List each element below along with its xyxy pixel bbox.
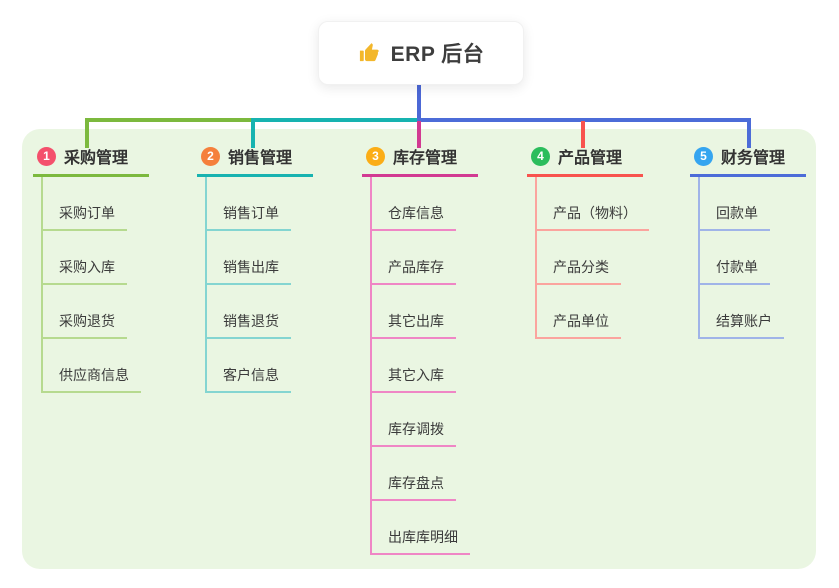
- node-item-label: 仓库信息: [370, 206, 456, 231]
- node-item-label: 客户信息: [205, 368, 291, 393]
- node-item[interactable]: 产品分类: [535, 231, 649, 285]
- node-item-label: 产品库存: [370, 260, 456, 285]
- node-item-label: 其它入库: [370, 368, 456, 393]
- node-item[interactable]: 供应商信息: [41, 339, 149, 393]
- connector-branch1-drop: [85, 118, 89, 148]
- branch-item-list: 采购订单采购入库采购退货供应商信息: [41, 177, 149, 393]
- thumbs-up-icon: [359, 42, 379, 61]
- connector-branch5-drop: [747, 118, 751, 148]
- node-item[interactable]: 仓库信息: [370, 177, 478, 231]
- node-item[interactable]: 采购退货: [41, 285, 149, 339]
- branch-finance: 5 财务管理 回款单付款单结算账户: [690, 143, 806, 339]
- branch-title-node[interactable]: 3 库存管理: [362, 143, 478, 177]
- connector-branch2-drop: [251, 118, 255, 148]
- node-item[interactable]: 产品单位: [535, 285, 649, 339]
- node-item[interactable]: 付款单: [698, 231, 806, 285]
- branch-title-label: 库存管理: [393, 150, 458, 167]
- node-item[interactable]: 客户信息: [205, 339, 313, 393]
- branch-item-list: 回款单付款单结算账户: [698, 177, 806, 339]
- node-item-label: 销售出库: [205, 260, 291, 285]
- node-item[interactable]: 结算账户: [698, 285, 806, 339]
- root-node[interactable]: ERP 后台: [318, 21, 524, 85]
- branch-title-node[interactable]: 5 财务管理: [690, 143, 806, 177]
- branch-title-node[interactable]: 1 采购管理: [33, 143, 149, 177]
- branch-title-label: 销售管理: [228, 150, 293, 167]
- connector-branch5-horizontal: [417, 118, 751, 122]
- connector-branch1-horizontal: [85, 118, 255, 122]
- branch-item-list: 产品（物料） 产品分类产品单位: [535, 177, 649, 339]
- branch-inventory: 3 库存管理 仓库信息产品库存其它出库其它入库库存调拨库存盘点出库库明细: [362, 143, 478, 555]
- connector-branch4-drop: [581, 121, 585, 148]
- node-item-label: 产品分类: [535, 260, 621, 285]
- branch-title-label: 财务管理: [721, 150, 786, 167]
- node-item-label: 付款单: [698, 260, 770, 285]
- branch-item-list: 销售订单销售出库销售退货客户信息: [205, 177, 313, 393]
- branch-title-label: 产品管理: [558, 150, 623, 167]
- node-item[interactable]: 采购入库: [41, 231, 149, 285]
- node-item-label: 结算账户: [698, 314, 784, 339]
- node-item[interactable]: 库存盘点: [370, 447, 478, 501]
- branch-title-label: 采购管理: [64, 150, 129, 167]
- node-item-label: 库存盘点: [370, 476, 456, 501]
- branch-title-node[interactable]: 2 销售管理: [197, 143, 313, 177]
- node-item-label: 采购入库: [41, 260, 127, 285]
- node-item-label: 回款单: [698, 206, 770, 231]
- branch-title-node[interactable]: 4 产品管理: [527, 143, 643, 177]
- node-item[interactable]: 产品库存: [370, 231, 478, 285]
- node-item-label: 产品单位: [535, 314, 621, 339]
- node-item-label: 采购订单: [41, 206, 127, 231]
- branch-item-list: 仓库信息产品库存其它出库其它入库库存调拨库存盘点出库库明细: [370, 177, 478, 555]
- node-item-label: 销售退货: [205, 314, 291, 339]
- node-item[interactable]: 回款单: [698, 177, 806, 231]
- node-item[interactable]: 出库库明细: [370, 501, 478, 555]
- node-item[interactable]: 其它入库: [370, 339, 478, 393]
- branch-number-badge: 2: [201, 146, 220, 166]
- node-item-label: 采购退货: [41, 314, 127, 339]
- mindmap-panel: [22, 129, 816, 569]
- node-item[interactable]: 产品（物料）: [535, 177, 649, 231]
- branch-number-badge: 5: [694, 146, 713, 166]
- connector-branch3-drop: [417, 121, 421, 148]
- node-item-label: 出库库明细: [370, 530, 470, 555]
- node-item-label: 产品（物料）: [535, 206, 649, 231]
- branch-number-badge: 3: [366, 146, 385, 166]
- node-item-label: 供应商信息: [41, 368, 141, 393]
- node-item[interactable]: 销售订单: [205, 177, 313, 231]
- node-item[interactable]: 采购订单: [41, 177, 149, 231]
- branch-purchase: 1 采购管理 采购订单采购入库采购退货供应商信息: [33, 143, 149, 393]
- root-node-label: ERP 后台: [390, 43, 485, 66]
- connector-branch2-horizontal: [251, 118, 419, 122]
- root-stem-line: [417, 83, 421, 120]
- node-item[interactable]: 库存调拨: [370, 393, 478, 447]
- branch-number-badge: 1: [37, 146, 56, 166]
- node-item[interactable]: 其它出库: [370, 285, 478, 339]
- branch-sales: 2 销售管理 销售订单销售出库销售退货客户信息: [197, 143, 313, 393]
- branch-product: 4 产品管理 产品（物料） 产品分类产品单位: [527, 143, 649, 339]
- node-item-label: 其它出库: [370, 314, 456, 339]
- node-item-label: 库存调拨: [370, 422, 456, 447]
- node-item-label: 销售订单: [205, 206, 291, 231]
- branch-number-badge: 4: [531, 146, 550, 166]
- node-item[interactable]: 销售出库: [205, 231, 313, 285]
- node-item[interactable]: 销售退货: [205, 285, 313, 339]
